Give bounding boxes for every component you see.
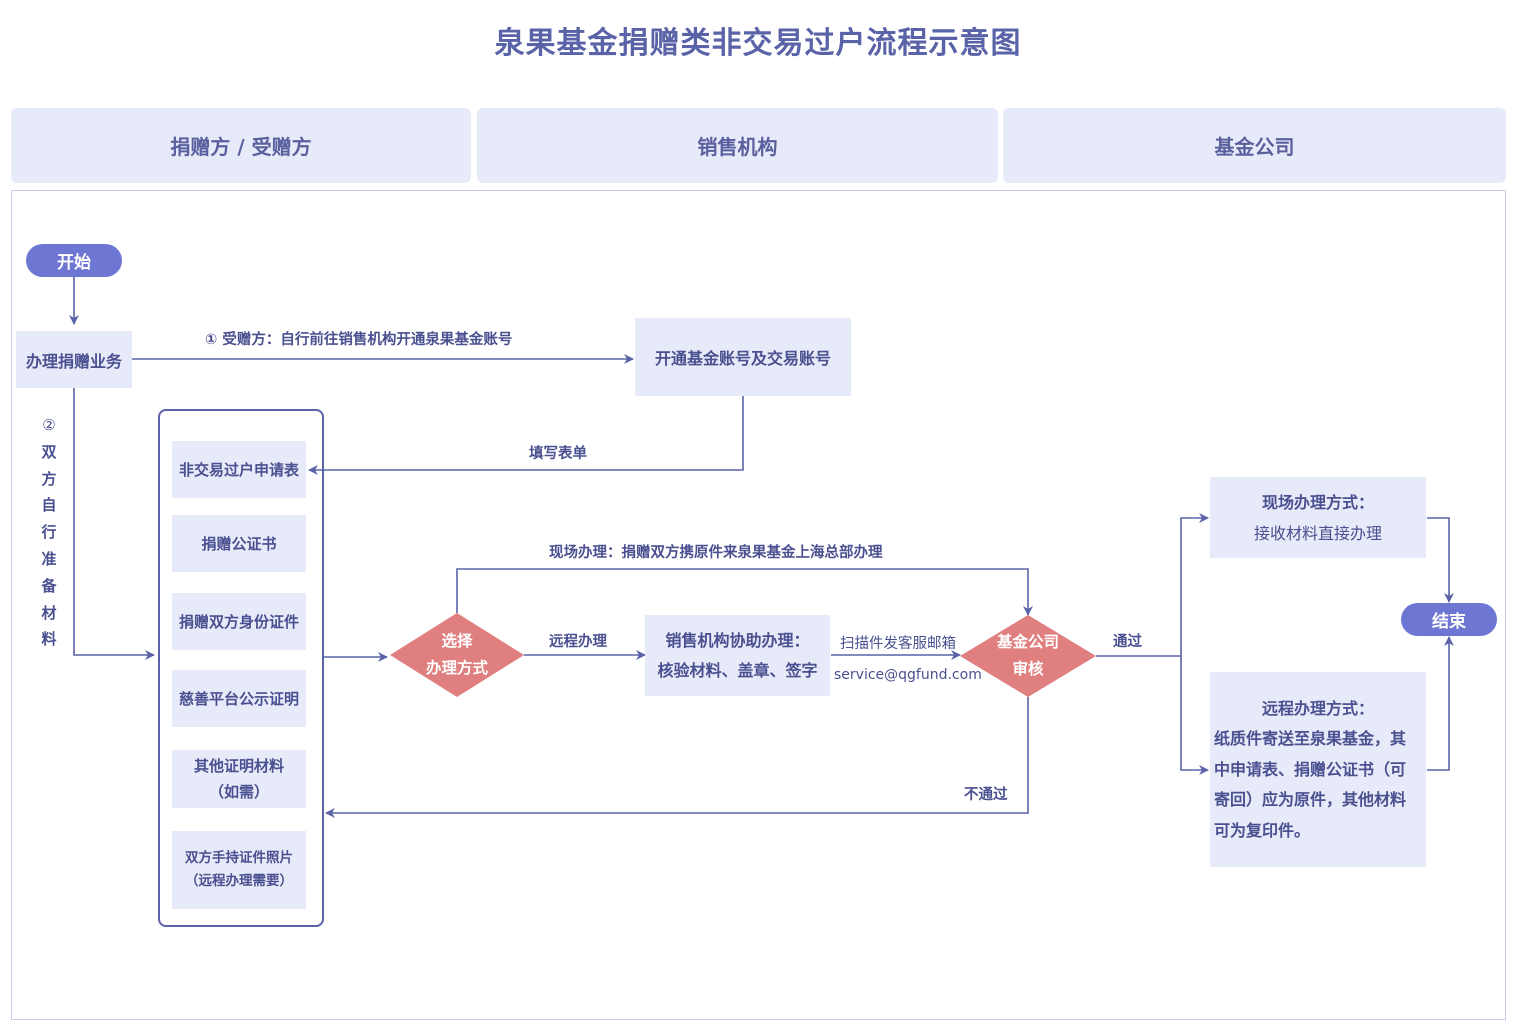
start-node: 开始 <box>26 244 122 277</box>
step2-char: 双 <box>41 442 57 461</box>
review-label: 基金公司 审核 <box>971 629 1085 683</box>
remote-label: 远程办理 <box>549 634 607 650</box>
review-diamond <box>960 615 1096 697</box>
onsite-way-box: 现场办理方式： 接收材料直接办理 <box>1210 477 1426 558</box>
choose-method-diamond <box>390 613 524 697</box>
edge-pass-remote-way <box>1180 656 1209 775</box>
choose-method-label: 选择 办理方式 <box>400 628 514 682</box>
open-account-box: 开通基金账号及交易账号 <box>635 318 851 396</box>
onsite-way-title: 现场办理方式： <box>1261 492 1374 512</box>
remote-way-title: 远程办理方式： <box>1261 699 1374 718</box>
fill-form-label: 填写表单 <box>529 446 587 462</box>
step2-char: 方 <box>41 469 57 488</box>
scan-label: 扫描件发客服邮箱 <box>840 636 956 652</box>
step2-mark: ② <box>42 416 56 434</box>
remote-way-box: 远程办理方式： 纸质件寄送至泉果基金，其 中申请表、捐赠公证书（可 寄回）应为原… <box>1210 672 1426 867</box>
step2-char: 自 <box>41 496 57 515</box>
doc-charity-proof: 慈善平台公示证明 <box>172 670 306 727</box>
doc-application-form: 非交易过户申请表 <box>172 441 306 498</box>
choose-line-1: 选择 <box>441 632 473 650</box>
edge-remote-way-to-end <box>1427 636 1454 771</box>
end-node: 结束 <box>1401 603 1497 636</box>
lane-header-donor: 捐赠方 / 受赠方 <box>11 108 471 183</box>
remote-way-line-2: 中申请表、捐赠公证书（可 <box>1214 759 1407 779</box>
agency-assist-line-1: 销售机构协助办理： <box>665 630 810 650</box>
step2-label: ② 双 方 自 行 准 备 材 料 <box>39 412 59 653</box>
step1-label: ① 受赠方：自行前往销售机构开通泉果基金账号 <box>205 332 513 348</box>
choose-line-2: 办理方式 <box>425 659 488 677</box>
page-title: 泉果基金捐赠类非交易过户流程示意图 <box>494 26 1022 61</box>
remote-way-line-3: 寄回）应为原件，其他材料 <box>1214 790 1407 809</box>
edge-pass-onsite-way <box>1096 513 1209 657</box>
lane-header-fund-company: 基金公司 <box>1003 108 1506 183</box>
step2-char: 准 <box>41 549 57 568</box>
doc-other-line-1: 其他证明材料 <box>193 757 284 775</box>
step2-char: 备 <box>41 576 57 595</box>
diagram-frame <box>11 190 1506 1020</box>
edge-onsite <box>456 568 1033 616</box>
handle-donation-box: 办理捐赠业务 <box>16 331 132 388</box>
edge-handle-to-documents <box>73 388 155 660</box>
agency-assist-box: 销售机构协助办理： 核验材料、盖章、签字 <box>645 615 830 696</box>
doc-photo-line-2: （远程办理需要） <box>185 873 293 889</box>
email-label: service@qgfund.com <box>834 667 982 683</box>
review-line-1: 基金公司 <box>996 633 1059 651</box>
step2-char: 材 <box>41 603 57 622</box>
step2-char: 料 <box>41 630 57 649</box>
edge-onsite-way-to-end <box>1427 517 1454 603</box>
lane-header-sales-agency: 销售机构 <box>477 108 998 183</box>
fail-label: 不通过 <box>964 787 1008 803</box>
doc-other-line-2: （如需） <box>208 783 269 801</box>
doc-photo-line-1: 双方手持证件照片 <box>185 850 293 866</box>
doc-id-cards: 捐赠双方身份证件 <box>172 593 306 650</box>
remote-way-line-4: 可为复印件。 <box>1214 820 1311 840</box>
edge-fail <box>325 697 1029 818</box>
review-line-2: 审核 <box>1012 660 1044 678</box>
remote-way-text: 纸质件寄送至泉果基金，其 中申请表、捐赠公证书（可 寄回）应为原件，其他材料 可… <box>1210 724 1426 846</box>
agency-assist-line-2: 核验材料、盖章、签字 <box>657 660 818 680</box>
doc-other-materials: 其他证明材料 （如需） <box>172 750 306 808</box>
doc-handheld-photo: 双方手持证件照片 （远程办理需要） <box>172 831 306 909</box>
onsite-way-text: 接收材料直接办理 <box>1253 523 1382 543</box>
pass-label: 通过 <box>1113 634 1142 650</box>
doc-notarial-certificate: 捐赠公证书 <box>172 515 306 572</box>
documents-container <box>158 409 324 927</box>
edge-open-account-to-form <box>308 396 744 475</box>
remote-way-line-1: 纸质件寄送至泉果基金，其 <box>1214 729 1407 748</box>
step2-char: 行 <box>41 523 57 542</box>
onsite-label: 现场办理：捐赠双方携原件来泉果基金上海总部办理 <box>549 545 883 561</box>
